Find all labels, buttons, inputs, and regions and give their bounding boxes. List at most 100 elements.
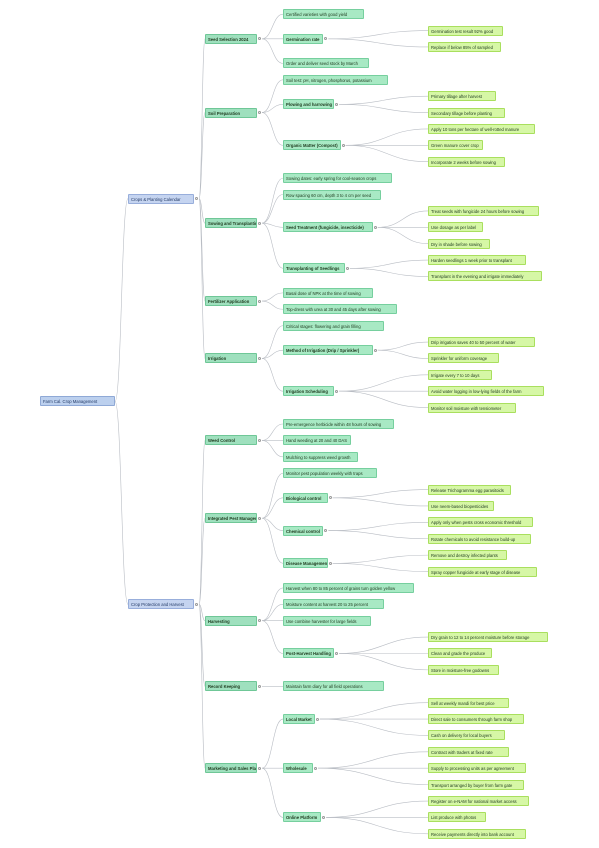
topic-node-crops-planting-calendar[interactable]: Crops & Planting Calendar bbox=[128, 193, 194, 204]
collapse-toggle-icon[interactable] bbox=[195, 602, 198, 606]
leaf-node-sell-at-weekly-mandi-for-best-price[interactable]: Sell at weekly mandi for best price bbox=[428, 697, 510, 708]
collapse-toggle-icon[interactable] bbox=[258, 111, 261, 115]
leaf-node-germination-test-result-92-good[interactable]: Germination test result 92% good bbox=[428, 25, 503, 36]
leaf-node-clean-and-grade-the-produce[interactable]: Clean and grade the produce bbox=[428, 648, 493, 659]
leaf-node-monitor-soil-moisture-with-tensiometer[interactable]: Monitor soil moisture with tensiometer bbox=[428, 402, 516, 413]
leaf-node-direct-sale-to-consumers-through-farm-sh[interactable]: Direct sale to consumers through farm sh… bbox=[428, 714, 525, 725]
leaf-node-register-on-e-nam-for-national-market-ac[interactable]: Register on e-NAM for national market ac… bbox=[428, 796, 529, 807]
collapse-toggle-icon[interactable] bbox=[335, 651, 339, 655]
leaf-node-moisture-content-at-harvest-20-to-25-per[interactable]: Moisture content at harvest 20 to 25 per… bbox=[283, 599, 384, 610]
leaf-node-sprinkler-for-uniform-coverage[interactable]: Sprinkler for uniform coverage bbox=[428, 353, 499, 364]
leaf-node-apply-10-tons-per-hectare-of-well-rotted[interactable]: Apply 10 tons per hectare of well-rotted… bbox=[428, 123, 536, 134]
leaf-node-treat-seeds-with-fungicide-24-hours-befo[interactable]: Treat seeds with fungicide 24 hours befo… bbox=[428, 205, 540, 216]
topic-node-harvesting[interactable]: Harvesting bbox=[205, 615, 257, 626]
collapse-toggle-icon[interactable] bbox=[335, 102, 339, 106]
topic-node-sowing-and-transplanting[interactable]: Sowing and Transplanting bbox=[205, 218, 257, 229]
leaf-node-cash-on-delivery-for-local-buyers[interactable]: Cash on delivery for local buyers bbox=[428, 730, 505, 741]
topic-node-irrigation[interactable]: Irrigation bbox=[205, 353, 257, 364]
collapse-toggle-icon[interactable] bbox=[314, 766, 317, 770]
leaf-node-transport-arranged-by-buyer-from-farm-ga[interactable]: Transport arranged by buyer from farm ga… bbox=[428, 779, 525, 790]
leaf-node-irrigate-every-7-to-10-days[interactable]: Irrigate every 7 to 10 days bbox=[428, 369, 493, 380]
leaf-node-row-spacing-60-cm-depth-3-to-4-cm-per-se[interactable]: Row spacing 60 cm, depth 3 to 4 cm per s… bbox=[283, 189, 382, 200]
leaf-node-order-and-deliver-seed-stock-by-march[interactable]: Order and deliver seed stock by March bbox=[283, 58, 369, 69]
collapse-toggle-icon[interactable] bbox=[324, 37, 328, 41]
leaf-node-harvest-when-80-to-85-percent-of-grains-[interactable]: Harvest when 80 to 85 percent of grains … bbox=[283, 582, 414, 593]
collapse-toggle-icon[interactable] bbox=[315, 717, 319, 721]
leaf-node-soil-test-ph-nitrogen-phosphorus-potassi[interactable]: Soil test: pH, nitrogen, phosphorus, pot… bbox=[283, 74, 388, 85]
topic-node-local-market[interactable]: Local Market bbox=[283, 714, 315, 725]
collapse-toggle-icon[interactable] bbox=[373, 348, 377, 352]
topic-node-integrated-pest-management[interactable]: Integrated Pest Management bbox=[205, 513, 257, 524]
topic-node-plowing-and-harrowing[interactable]: Plowing and harrowing bbox=[283, 99, 335, 110]
leaf-node-supply-to-processing-units-as-per-agreem[interactable]: Supply to processing units as per agreem… bbox=[428, 763, 527, 774]
leaf-node-dry-in-shade-before-sowing[interactable]: Dry in shade before sowing bbox=[428, 238, 490, 249]
leaf-node-remove-and-destroy-infected-plants[interactable]: Remove and destroy infected plants bbox=[428, 550, 508, 561]
leaf-node-apply-only-when-pests-cross-economic-thr[interactable]: Apply only when pests cross economic thr… bbox=[428, 517, 533, 528]
leaf-node-mulching-to-suppress-weed-growth[interactable]: Mulching to suppress weed growth bbox=[283, 451, 358, 462]
leaf-node-use-combine-harvester-for-large-fields[interactable]: Use combine harvester for large fields bbox=[283, 615, 371, 626]
leaf-node-pre-emergence-herbicide-within-48-hours-[interactable]: Pre-emergence herbicide within 48 hours … bbox=[283, 419, 395, 429]
topic-node-wholesale[interactable]: Wholesale bbox=[283, 763, 313, 774]
collapse-toggle-icon[interactable] bbox=[328, 561, 332, 565]
topic-node-record-keeping[interactable]: Record Keeping bbox=[205, 681, 257, 692]
topic-node-online-platform[interactable]: Online Platform bbox=[283, 812, 322, 823]
collapse-toggle-icon[interactable] bbox=[335, 389, 339, 393]
collapse-toggle-icon[interactable] bbox=[258, 37, 261, 41]
leaf-node-secondary-tillage-before-planting[interactable]: Secondary tillage before planting bbox=[428, 107, 505, 118]
collapse-toggle-icon[interactable] bbox=[345, 266, 349, 270]
leaf-node-monitor-pest-population-weekly-with-trap[interactable]: Monitor pest population weekly with trap… bbox=[283, 468, 378, 479]
leaf-node-list-produce-with-photos[interactable]: List produce with photos bbox=[428, 812, 486, 823]
collapse-toggle-icon[interactable] bbox=[258, 619, 261, 623]
leaf-node-certified-varieties-with-good-yield[interactable]: Certified varieties with good yield bbox=[283, 9, 365, 20]
topic-node-seed-selection-2024[interactable]: Seed Selection 2024 bbox=[205, 33, 257, 44]
topic-node-crop-protection-and-harvest[interactable]: Crop Protection and Harvest bbox=[128, 599, 194, 610]
leaf-node-use-dosage-as-per-label[interactable]: Use dosage as per label bbox=[428, 222, 484, 233]
collapse-toggle-icon[interactable] bbox=[258, 516, 261, 520]
topic-node-soil-preparation[interactable]: Soil Preparation bbox=[205, 107, 257, 118]
collapse-toggle-icon[interactable] bbox=[195, 197, 198, 201]
leaf-node-green-manure-cover-crop[interactable]: Green manure cover crop bbox=[428, 140, 484, 151]
leaf-node-sowing-dates-early-spring-for-cool-seaso[interactable]: Sowing dates: early spring for cool-seas… bbox=[283, 173, 393, 184]
leaf-node-primary-tillage-after-harvest[interactable]: Primary tillage after harvest bbox=[428, 91, 497, 102]
leaf-node-critical-stages-flowering-and-grain-fill[interactable]: Critical stages: flowering and grain fil… bbox=[283, 320, 384, 331]
topic-node-germination-rate[interactable]: Germination rate bbox=[283, 33, 324, 44]
leaf-node-drip-irrigation-saves-40-to-50-percent-o[interactable]: Drip irrigation saves 40 to 50 percent o… bbox=[428, 337, 536, 348]
collapse-toggle-icon[interactable] bbox=[341, 143, 345, 147]
topic-node-transplanting-of-seedlings[interactable]: Transplanting of Seedlings bbox=[283, 263, 345, 274]
collapse-toggle-icon[interactable] bbox=[258, 299, 261, 303]
topic-node-seed-treatment-fungicide-insecticide[interactable]: Seed Treatment (fungicide, insecticide) bbox=[283, 222, 373, 233]
leaf-node-spray-copper-fungicide-at-early-stage-of[interactable]: Spray copper fungicide at early stage of… bbox=[428, 566, 538, 577]
collapse-toggle-icon[interactable] bbox=[322, 815, 326, 819]
leaf-node-dry-grain-to-12-to-14-percent-moisture-b[interactable]: Dry grain to 12 to 14 percent moisture b… bbox=[428, 632, 548, 643]
leaf-node-incorporate-2-weeks-before-sowing[interactable]: Incorporate 2 weeks before sowing bbox=[428, 156, 505, 167]
topic-node-chemical-control[interactable]: Chemical control bbox=[283, 525, 324, 536]
topic-node-irrigation-scheduling[interactable]: Irrigation Scheduling bbox=[283, 386, 335, 397]
leaf-node-rotate-chemicals-to-avoid-resistance-bui[interactable]: Rotate chemicals to avoid resistance bui… bbox=[428, 533, 531, 544]
leaf-node-receive-payments-directly-into-bank-acco[interactable]: Receive payments directly into bank acco… bbox=[428, 828, 527, 839]
leaf-node-transplant-in-the-evening-and-irrigate-i[interactable]: Transplant in the evening and irrigate i… bbox=[428, 271, 542, 282]
collapse-toggle-icon[interactable] bbox=[324, 529, 328, 533]
collapse-toggle-icon[interactable] bbox=[373, 225, 377, 229]
leaf-node-contract-with-traders-at-fixed-rate[interactable]: Contract with traders at fixed rate bbox=[428, 746, 510, 757]
leaf-node-maintain-farm-diary-for-all-field-operat[interactable]: Maintain farm diary for all field operat… bbox=[283, 681, 384, 692]
topic-node-organic-matter-compost[interactable]: Organic Matter (Compost) bbox=[283, 140, 341, 151]
topic-node-weed-control[interactable]: Weed Control bbox=[205, 435, 257, 446]
topic-node-biological-control[interactable]: Biological control bbox=[283, 492, 328, 503]
collapse-toggle-icon[interactable] bbox=[328, 496, 332, 500]
leaf-node-harden-seedlings-1-week-prior-to-transpl[interactable]: Harden seedlings 1 week prior to transpl… bbox=[428, 255, 527, 266]
collapse-toggle-icon[interactable] bbox=[258, 766, 261, 770]
leaf-node-use-neem-based-biopesticides[interactable]: Use neem-based biopesticides bbox=[428, 500, 495, 511]
leaf-node-store-in-moisture-free-godowns[interactable]: Store in moisture-free godowns bbox=[428, 664, 499, 675]
leaf-node-avoid-water-logging-in-low-lying-fields-[interactable]: Avoid water logging in low-lying fields … bbox=[428, 386, 544, 397]
leaf-node-hand-weeding-at-20-and-40-das[interactable]: Hand weeding at 20 and 40 DAS bbox=[283, 435, 352, 446]
topic-node-post-harvest-handling[interactable]: Post-Harvest Handling bbox=[283, 648, 335, 659]
collapse-toggle-icon[interactable] bbox=[258, 438, 261, 442]
leaf-node-replace-if-below-85-of-sampled[interactable]: Replace if below 85% of sampled bbox=[428, 41, 501, 52]
leaf-node-basal-dose-of-npk-at-the-time-of-sowing[interactable]: Basal dose of NPK at the time of sowing bbox=[283, 287, 373, 298]
collapse-toggle-icon[interactable] bbox=[258, 684, 261, 688]
topic-node-disease-management[interactable]: Disease Management bbox=[283, 558, 328, 569]
collapse-toggle-icon[interactable] bbox=[258, 221, 261, 225]
topic-node-method-of-irrigation-drip-sprinkler[interactable]: Method of Irrigation (Drip / Sprinkler) bbox=[283, 345, 373, 356]
topic-node-marketing-and-sales-plan[interactable]: Marketing and Sales Plan bbox=[205, 763, 257, 774]
collapse-toggle-icon[interactable] bbox=[258, 356, 261, 360]
